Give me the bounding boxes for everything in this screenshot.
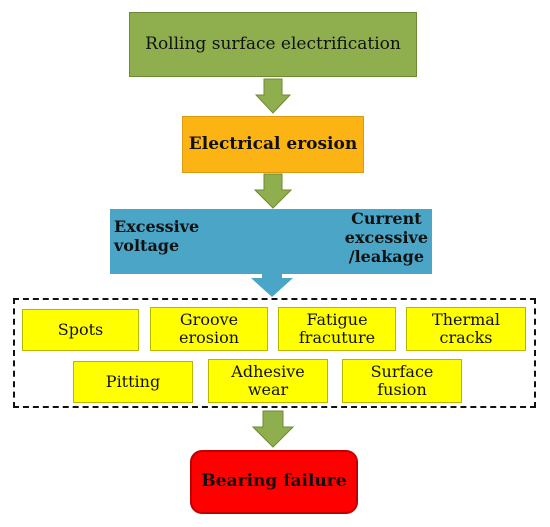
bearing-failure-label: Bearing failure xyxy=(201,471,347,492)
damage-types-frame xyxy=(13,298,536,408)
down-arrow-2 xyxy=(254,173,292,209)
cause-right-line: Current xyxy=(351,209,422,228)
damage-box-surface-fusion: Surface fusion xyxy=(342,359,462,403)
damage-label: cracks xyxy=(439,328,493,347)
current-excessive-leakage-label: Current excessive /leakage xyxy=(345,209,428,267)
cause-right-line: /leakage xyxy=(348,247,425,267)
damage-label: Surface xyxy=(370,361,434,381)
damage-label: erosion xyxy=(178,328,239,347)
damage-label: Groove xyxy=(179,309,239,329)
damage-box-fatigue-fracuture: Fatigue fracuture xyxy=(278,307,396,351)
damage-label: Thermal xyxy=(432,309,500,329)
damage-label: fusion xyxy=(377,380,427,399)
damage-label: Adhesive xyxy=(231,361,305,381)
down-arrow-3 xyxy=(251,274,293,297)
damage-box-pitting: Pitting xyxy=(73,361,193,403)
electrical-erosion-label: Electrical erosion xyxy=(188,133,358,154)
damage-box-groove-erosion: Groove erosion xyxy=(150,307,268,351)
cause-right-line: excessive xyxy=(344,228,428,248)
rolling-surface-electrification-box: Rolling surface electrification xyxy=(129,12,417,77)
rolling-surface-electrification-label: Rolling surface electrification xyxy=(145,33,401,54)
damage-label: Fatigue xyxy=(306,309,368,329)
cause-box: Excessive voltage Current excessive /lea… xyxy=(110,209,432,274)
down-arrow-1 xyxy=(255,78,291,114)
down-arrow-4 xyxy=(252,410,294,448)
damage-box-thermal-cracks: Thermal cracks xyxy=(406,307,526,351)
damage-box-spots: Spots xyxy=(22,309,139,351)
cause-left-line: Excessive xyxy=(114,217,200,236)
electrical-erosion-box: Electrical erosion xyxy=(182,116,364,173)
excessive-voltage-label: Excessive voltage xyxy=(114,217,199,255)
cause-left-line: voltage xyxy=(114,236,180,256)
damage-label: wear xyxy=(247,380,289,399)
damage-box-adhesive-wear: Adhesive wear xyxy=(208,359,328,403)
damage-label: Pitting xyxy=(105,371,161,391)
damage-label: Spots xyxy=(57,319,104,339)
damage-label: fracuture xyxy=(298,328,376,347)
bearing-failure-box: Bearing failure xyxy=(190,450,358,514)
